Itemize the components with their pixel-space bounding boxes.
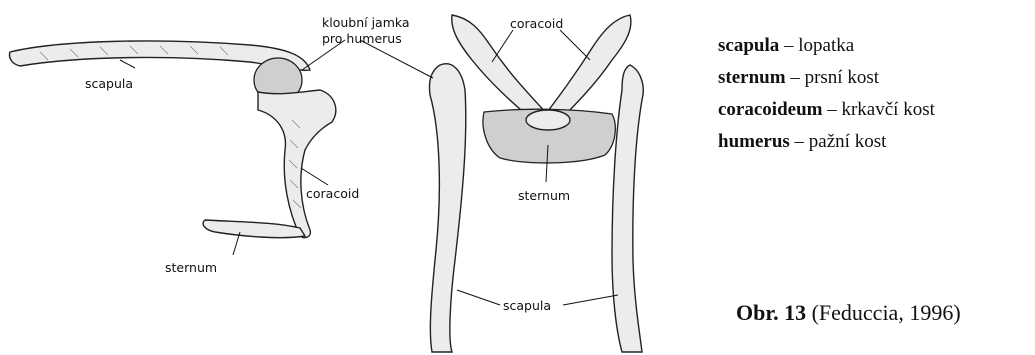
legend-item-sternum: sternum – prsní kost — [718, 62, 935, 94]
label-lateral-scapula: scapula — [85, 76, 133, 91]
label-anterior-scapula: scapula — [503, 298, 551, 313]
label-lateral-coracoid: coracoid — [306, 186, 359, 201]
legend-sep: – — [779, 35, 798, 56]
lateral-view — [9, 41, 335, 238]
legend-item-coracoideum: coracoideum – krkavčí kost — [718, 94, 935, 126]
legend-term: humerus — [718, 131, 790, 152]
lateral-coracoid-bone — [258, 90, 336, 238]
caption-number: Obr. 13 — [736, 300, 806, 325]
label-anterior-coracoid: coracoid — [510, 16, 563, 31]
legend-meaning: krkavčí kost — [841, 99, 934, 120]
bird-shoulder-girdle-figure: scapula kloubní jamka pro humerus coraco… — [0, 0, 700, 355]
legend-item-scapula: scapula – lopatka — [718, 30, 935, 62]
sternum-inner — [526, 110, 570, 130]
anterior-coracoid-right-bone — [545, 15, 631, 125]
legend: scapula – lopatka sternum – prsní kost c… — [718, 30, 935, 158]
legend-meaning: prsní kost — [805, 67, 879, 88]
label-lateral-sternum: sternum — [165, 260, 217, 275]
legend-item-humerus: humerus – pažní kost — [718, 126, 935, 158]
legend-sep: – — [786, 67, 805, 88]
legend-term: coracoideum — [718, 99, 822, 120]
legend-meaning: pažní kost — [809, 131, 887, 152]
lateral-sternum-bone — [203, 220, 305, 238]
label-glenoid-line2: pro humerus — [322, 31, 402, 46]
caption-source: (Feduccia, 1996) — [806, 300, 961, 325]
legend-sep: – — [790, 131, 809, 152]
legend-sep: – — [822, 99, 841, 120]
label-anterior-sternum: sternum — [518, 188, 570, 203]
legend-term: scapula — [718, 35, 779, 56]
anterior-scapula-right-bone — [612, 65, 643, 352]
label-glenoid-line1: kloubní jamka — [322, 15, 410, 30]
legend-meaning: lopatka — [798, 35, 854, 56]
legend-term: sternum — [718, 67, 786, 88]
anterior-scapula-left-bone — [429, 64, 465, 352]
figure-caption: Obr. 13 (Feduccia, 1996) — [736, 300, 961, 326]
